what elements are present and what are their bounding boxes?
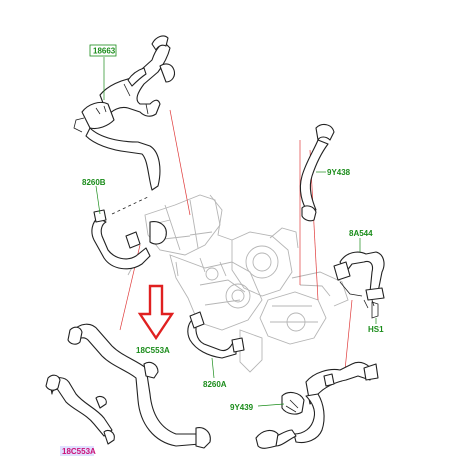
label-highlighted-part: 18C553A — [62, 447, 96, 456]
label-8A544: 8A544 — [349, 229, 373, 238]
label-18C553A: 18C553A — [136, 346, 170, 355]
hose-9Y438 — [299, 123, 335, 222]
label-18663: 18663 — [93, 47, 116, 56]
highlighted-part-box — [60, 446, 94, 456]
part-labels: 18663 8260B 9Y438 8A544 HS1 18C553A 8260… — [60, 44, 384, 456]
label-9Y439: 9Y439 — [230, 403, 254, 412]
hose-18663 — [73, 35, 176, 191]
hose-9Y439 — [255, 361, 379, 449]
label-18663-box — [89, 44, 117, 57]
hose-8A544 — [333, 238, 385, 309]
label-8260A: 8260A — [203, 380, 227, 389]
label-8260B: 8260B — [82, 178, 106, 187]
hose-18C553A — [67, 323, 211, 449]
label-HS1: HS1 — [368, 325, 384, 334]
hose-8260A — [187, 311, 245, 379]
clip-HS1 — [371, 301, 379, 324]
label-9Y438: 9Y438 — [327, 168, 351, 177]
hose-8260B — [91, 185, 167, 270]
hose-highlighted-part — [45, 374, 115, 445]
down-arrow-icon — [137, 284, 175, 341]
